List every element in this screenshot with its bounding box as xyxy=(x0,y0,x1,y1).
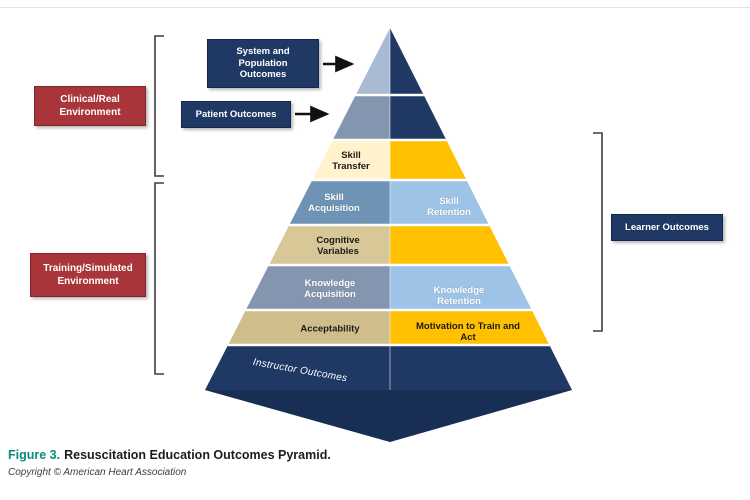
label-skill-transfer: Skill Transfer xyxy=(332,149,370,172)
pyramid-levels xyxy=(205,28,572,442)
label-acceptability: Acceptability xyxy=(300,323,360,335)
label-motivation-train-act: Motivation to Train and Act xyxy=(416,320,520,343)
label-cognitive-variables: Cognitive Variables xyxy=(316,234,360,257)
clinical-environment-bracket xyxy=(154,35,164,177)
training-environment-bracket xyxy=(154,182,164,375)
patient-outcomes-box: Patient Outcomes xyxy=(181,101,291,128)
label-knowledge-acquisition: Knowledge Acquisition xyxy=(304,277,356,300)
level5-right-face xyxy=(390,225,572,265)
figure-title: Resuscitation Education Outcomes Pyramid… xyxy=(64,448,331,462)
learner-outcomes-bracket xyxy=(593,132,603,332)
copyright-line: Copyright © American Heart Association xyxy=(8,467,187,478)
label-knowledge-retention: Knowledge Retention xyxy=(433,284,485,307)
top-divider xyxy=(0,7,750,8)
system-population-outcomes-box: System and Population Outcomes xyxy=(207,39,319,88)
level1-right-face xyxy=(390,28,572,95)
brackets xyxy=(154,35,603,375)
learner-outcomes-box: Learner Outcomes xyxy=(611,214,723,241)
clinical-environment-box: Clinical/Real Environment xyxy=(34,86,146,126)
label-skill-retention: Skill Retention xyxy=(427,195,471,218)
arrows xyxy=(295,55,355,123)
label-skill-acquisition: Skill Acquisition xyxy=(308,191,360,214)
level2-right-face xyxy=(390,95,572,140)
figure-caption: Figure 3.Resuscitation Education Outcome… xyxy=(8,448,331,462)
training-environment-box: Training/Simulated Environment xyxy=(30,253,146,297)
pyramid-bottom-face xyxy=(205,390,572,442)
level3-right-face xyxy=(390,140,572,180)
figure-number: Figure 3. xyxy=(8,448,61,462)
